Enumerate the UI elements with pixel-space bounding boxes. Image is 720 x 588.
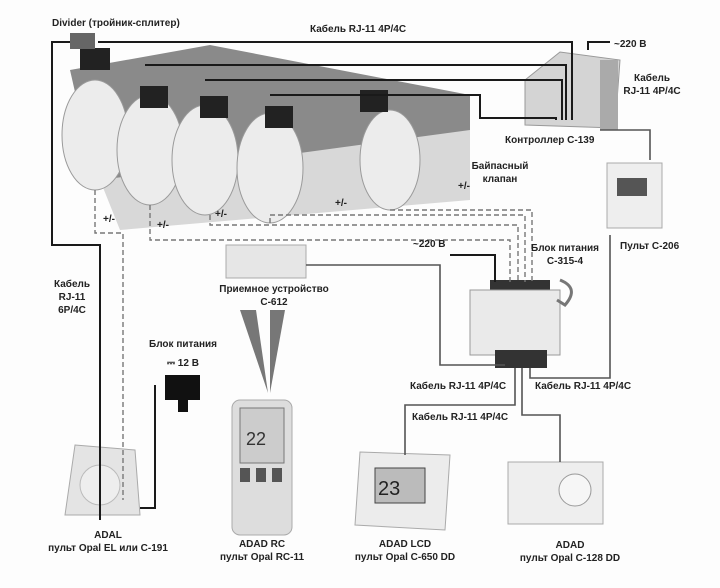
receiver-c612 [225, 244, 307, 279]
device-adad-lcd-label: ADAD LCD пульт Opal C-650 DD [355, 538, 455, 564]
psu12-line2: ⎓ 12 В [167, 358, 199, 369]
polarity-label: +/- [215, 209, 227, 220]
voltage-top-label: ~220 В [614, 39, 647, 50]
wires [51, 41, 610, 520]
power-supply-c315-4 [469, 278, 573, 368]
polarity-label: +/- [103, 214, 115, 225]
cable-psu-bottom-label: Кабель RJ-11 4P/4C [412, 412, 509, 423]
pult-c206 [606, 162, 663, 229]
voltage-mid-label: ~220 В [413, 239, 446, 250]
controller-label: Контроллер С-139 [505, 135, 595, 146]
device-title: ADAL [94, 530, 122, 541]
device-adad-label: ADAD пульт Opal C-128 DD [520, 539, 620, 565]
psu-line2: С-315-4 [546, 256, 584, 267]
remote-display: 22 [246, 429, 266, 449]
psu-line1: Блок питания [531, 243, 599, 254]
device-subtitle: пульт Opal RC-11 [219, 552, 305, 563]
cable-psu-right-label: Кабель RJ-11 4P/4C [535, 381, 632, 392]
cable-left-line3: 6P/4C [58, 305, 86, 316]
polarity-label: +/- [335, 198, 347, 209]
ir-beam [240, 310, 268, 393]
cable-right-line1: Кабель [633, 73, 671, 84]
rj11-cables [306, 129, 651, 462]
cable-right-line2: RJ-11 4P/4C [623, 86, 681, 97]
device-subtitle: пульт Opal EL или С-191 [48, 543, 168, 554]
remote-rc11: 22 [231, 399, 293, 536]
thermostat-adad-lcd: 23 [354, 451, 451, 531]
bypass-line1: Байпасный [471, 161, 529, 172]
device-title: ADAD LCD [378, 539, 432, 550]
polarity-label: +/- [458, 181, 470, 192]
device-subtitle: пульт Opal C-128 DD [519, 553, 621, 564]
cable-left-line1: Кабель [53, 279, 91, 290]
thermostat-adal [64, 444, 141, 516]
thermostat-adad [507, 461, 604, 525]
pult-c206-label: Пульт С-206 [620, 241, 680, 252]
device-subtitle: пульт Opal C-650 DD [354, 552, 456, 563]
device-title: ADAD [555, 540, 585, 551]
dashed-wires [94, 190, 533, 500]
ir-beam [270, 310, 285, 393]
psu12-label: Блок питания ⎓ 12 В [149, 338, 217, 370]
bypass-label: Байпасный клапан [472, 160, 529, 186]
duct-assembly [61, 45, 470, 230]
cable-psu-left-label: Кабель RJ-11 4P/4C [410, 381, 507, 392]
cable-top-label: Кабель RJ-11 4P/4C [310, 24, 407, 35]
divider-splitter [70, 33, 95, 49]
bypass-line2: клапан [482, 174, 518, 185]
divider-label: Divider (тройник-сплитер) [52, 18, 180, 29]
power-adapter-12v [165, 375, 200, 412]
psu12-line1: Блок питания [149, 339, 217, 350]
polarity-label: +/- [157, 220, 169, 231]
receiver-line2: С-612 [260, 297, 288, 308]
device-adad-rc-label: ADAD RC пульт Opal RC-11 [220, 538, 304, 564]
device-title: ADAD RC [238, 539, 286, 550]
device-adal-label: ADAL пульт Opal EL или С-191 [48, 529, 168, 555]
lcd-display: 23 [378, 478, 400, 500]
cable-left-line2: RJ-11 [58, 292, 86, 303]
receiver-line1: Приемное устройство [219, 284, 329, 295]
